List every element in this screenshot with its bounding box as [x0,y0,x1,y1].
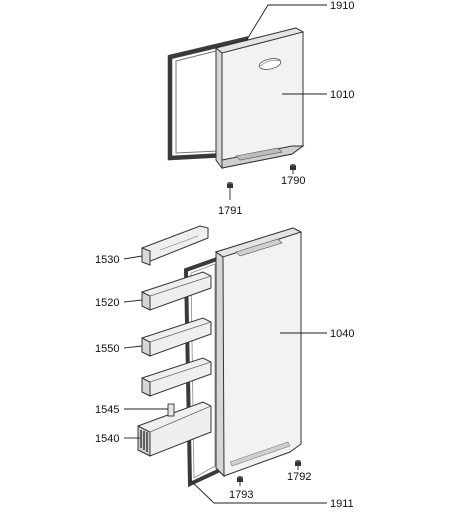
hinge-pin-1793 [237,476,243,482]
callout-1790: 1790 [281,175,305,187]
callout-1010: 1010 [330,89,354,101]
bottle-shelf-1540 [137,401,212,457]
callout-1530: 1530 [95,254,119,266]
callout-1792: 1792 [287,471,311,483]
callout-1791: 1791 [218,205,242,217]
callout-1911: 1911 [330,498,354,510]
hinge-pin-1792 [295,460,301,466]
callout-1545: 1545 [95,404,119,416]
leader-lines [123,4,327,504]
hinge-pin-1790 [290,164,296,170]
callout-1793: 1793 [229,489,253,501]
callout-1550: 1550 [95,343,119,355]
callout-1540: 1540 [95,433,119,445]
bottle-retainer-1545 [167,403,175,417]
dairy-compartment-cover [141,225,209,266]
hinge-pin-1791 [227,182,233,188]
door-shelf-1550 [141,317,212,357]
callout-1910: 1910 [330,0,354,12]
upper-door [214,27,305,170]
callout-1520: 1520 [95,297,119,309]
callout-1040: 1040 [330,328,354,340]
door-shelf-middle [141,357,212,397]
door-shelf-1520 [141,271,212,311]
lower-door [214,227,303,478]
